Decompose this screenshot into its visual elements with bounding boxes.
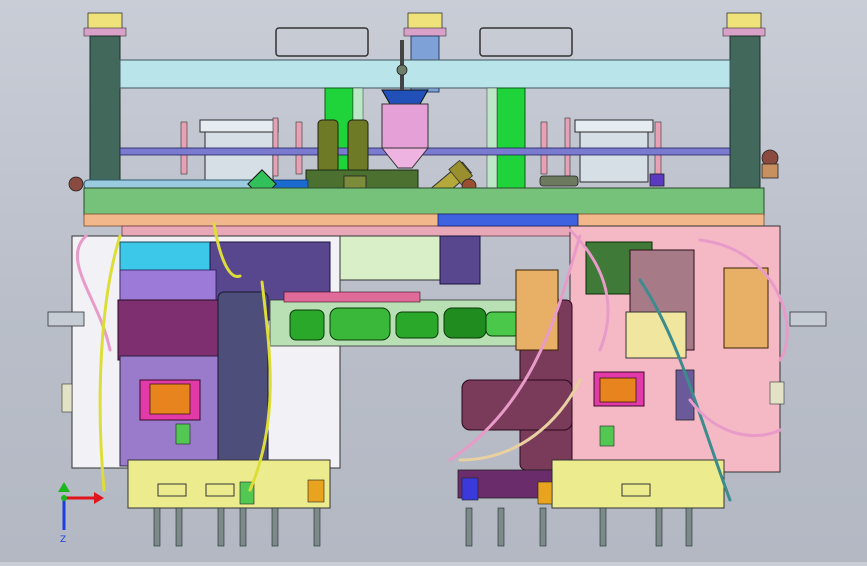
axis-triad: Z — [58, 482, 104, 545]
top-beam — [119, 59, 731, 89]
support-pins — [153, 507, 693, 547]
colored-bushings — [175, 423, 615, 505]
base-plate — [83, 187, 765, 237]
green-rail-right — [496, 87, 526, 189]
triad-x-arrow — [94, 492, 104, 504]
filter-left — [317, 119, 339, 173]
hose-bundle — [75, 222, 789, 502]
filter-right — [347, 119, 369, 173]
frame-column-right — [729, 35, 761, 217]
hopper-top — [381, 89, 429, 105]
top-frame — [83, 12, 766, 217]
hopper-body — [381, 103, 429, 149]
left-slate-post — [217, 291, 269, 469]
triad-z-label: Z — [60, 535, 66, 545]
right-body-assembly — [457, 225, 827, 509]
triad-y-arrow — [58, 482, 70, 492]
left-body-assembly — [47, 235, 341, 509]
mould-strip — [269, 235, 521, 347]
